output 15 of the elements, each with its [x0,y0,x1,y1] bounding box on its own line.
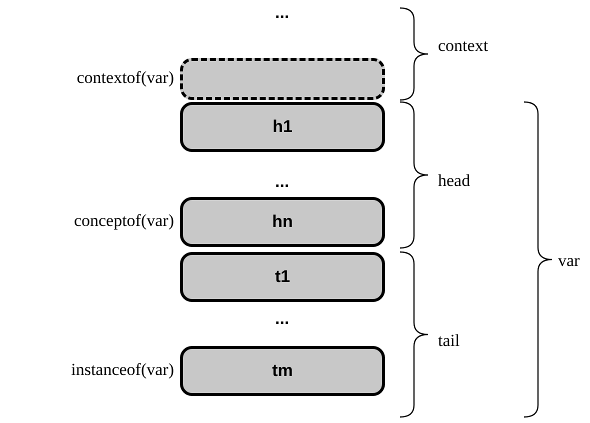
stack-box: tm [180,346,385,396]
brace-label: context [438,36,488,56]
stack-box: t1 [180,252,385,302]
stack-box: hn [180,197,385,247]
brace-label: tail [438,331,460,351]
ellipsis: ... [275,3,290,23]
side-label: contextof(var) [76,68,174,88]
side-label: instanceof(var) [71,360,174,380]
brace-label: var [558,251,580,271]
dashed-box [180,58,385,100]
brace-label: head [438,171,470,191]
stack-box: h1 [180,102,385,152]
ellipsis: ... [275,309,290,329]
ellipsis: ... [275,172,290,192]
side-label: conceptof(var) [74,211,174,231]
